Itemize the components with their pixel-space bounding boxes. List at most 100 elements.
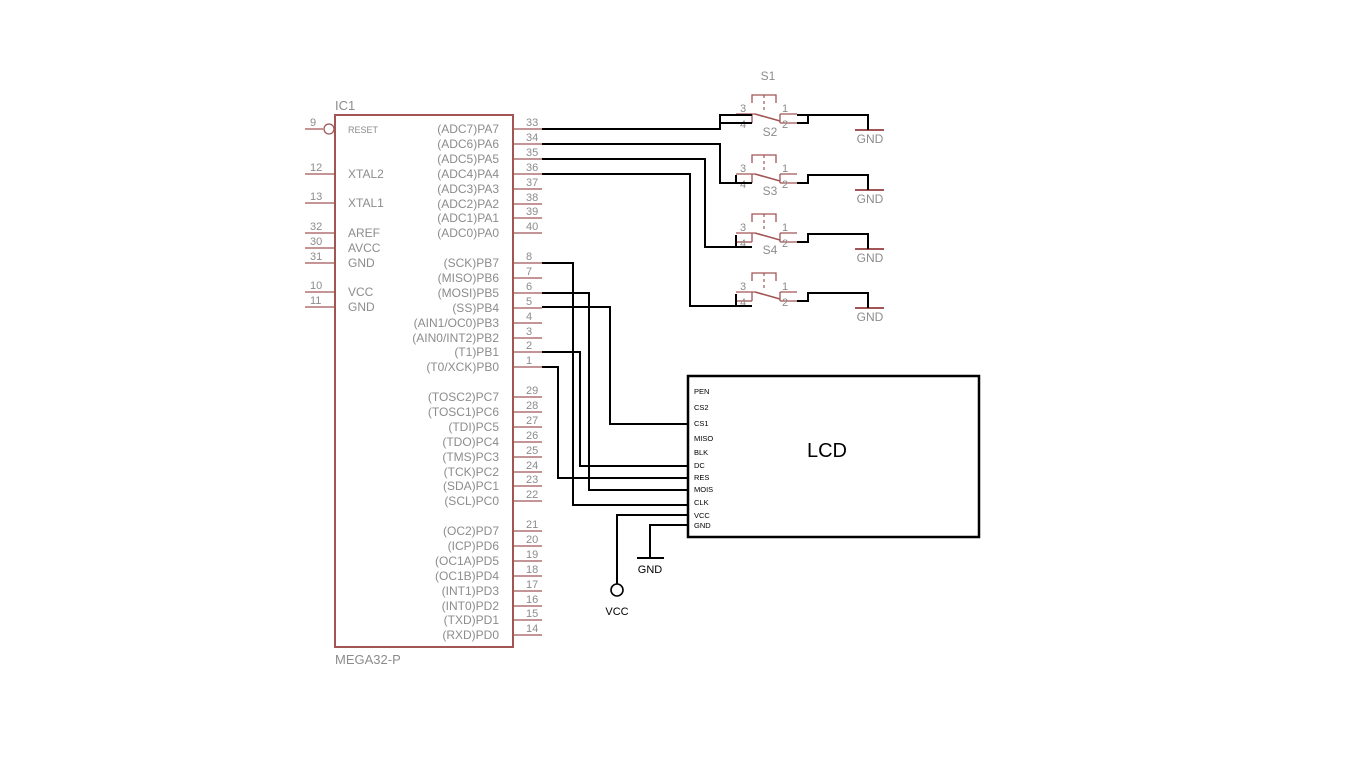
pin-number: 26 [526,430,538,442]
pin-number: 22 [526,489,538,501]
gnd-label: GND [857,251,884,265]
gnd-label: GND [857,192,884,206]
pin-label: (SCK)PB7 [444,256,500,270]
switch-lever [754,291,781,300]
pin-number: 3 [740,163,746,175]
pin-number: 32 [310,221,322,233]
pin-number: 33 [526,117,538,129]
pin-number: 20 [526,534,538,546]
wire-5 [797,114,869,130]
pin-number: 38 [526,192,538,204]
pin-number: 14 [526,623,538,635]
ic-body [334,114,514,648]
pin-number: 3 [526,326,532,338]
lcd-pin-miso: MISO [694,434,713,443]
pin-number: 13 [310,191,322,203]
gnd-label: GND [857,310,884,324]
pin-label: VCC [348,285,374,299]
lcd-gnd-symbol: GND [637,557,664,576]
gnd-symbol: GND [855,189,884,206]
pin-number: 2 [526,340,532,352]
lcd-pin-cs1: CS1 [694,419,709,428]
pin-number: 4 [740,297,746,309]
pin-number: 40 [526,221,538,233]
pin-number: 8 [526,251,532,263]
pin-number: 19 [526,549,538,561]
pin-label: (AIN0/INT2)PB2 [412,331,499,345]
wire-10 [542,292,688,491]
wire-14 [616,514,688,584]
pin-number: 28 [526,400,538,412]
pin-label: (SS)PB4 [452,301,499,315]
lcd-pin-cs2: CS2 [694,403,709,412]
switch-name: S1 [761,69,776,83]
pin-number: 17 [526,579,538,591]
pin-label: (INT0)PD2 [442,599,500,613]
pin-number: 12 [310,162,322,174]
pin-label: (ADC6)PA6 [437,137,499,151]
pin-number: 1 [782,222,788,234]
pin-number: 18 [526,564,538,576]
switch-name: S3 [763,184,778,198]
wire-2 [542,143,752,184]
ic-right-pin-14: (RXD)PD0 14 [442,623,542,642]
pin-number: 25 [526,445,538,457]
switch-lever [754,113,781,122]
pin-number: 35 [526,147,538,159]
ic-name: IC1 [335,98,355,113]
pin-label: (T0/XCK)PB0 [426,360,499,374]
pin-number: 39 [526,206,538,218]
gnd-symbol: GND [855,307,884,324]
lcd-gnd-label: GND [638,564,663,576]
gnd-label: GND [857,132,884,146]
lcd-body [686,374,981,539]
pin-number: 3 [740,103,746,115]
switch-name: S2 [763,125,778,139]
ic-right-pin-8: (SCK)PB7 8 [444,251,542,270]
pin-label: (ADC3)PA3 [437,182,499,196]
vcc-label: VCC [605,606,628,618]
pin-label: (T1)PB1 [454,345,499,359]
wire-8 [797,292,869,308]
pin-label: (ADC7)PA7 [437,122,499,136]
pin-label: (TCK)PC2 [444,465,500,479]
pin-number: 15 [526,608,538,620]
pin-label: (TDI)PC5 [448,420,499,434]
pin-label: AVCC [348,241,381,255]
pin-number: 21 [526,519,538,531]
wire-11 [542,306,688,425]
lcd-title: LCD [807,440,847,462]
ic-part: MEGA32-P [335,652,401,667]
pin-number: 4 [526,311,532,323]
lcd-pin-blk: BLK [694,448,708,457]
pin-number: 30 [310,236,322,248]
pin-number: 27 [526,415,538,427]
pin-number: 37 [526,177,538,189]
pin-number: 31 [310,251,322,263]
pin-number: 2 [782,297,788,309]
pin-number: 10 [310,280,322,292]
pin-label: (RXD)PD0 [442,628,499,642]
ic-right-pin-2: (T1)PB1 2 [454,340,542,359]
pin-label: (TDO)PC4 [442,435,499,449]
wire-4 [542,173,752,307]
lcd-pin-gnd: GND [694,521,711,530]
reset-inversion-bubble [323,123,335,135]
pin-label: (OC1B)PD4 [435,569,499,583]
